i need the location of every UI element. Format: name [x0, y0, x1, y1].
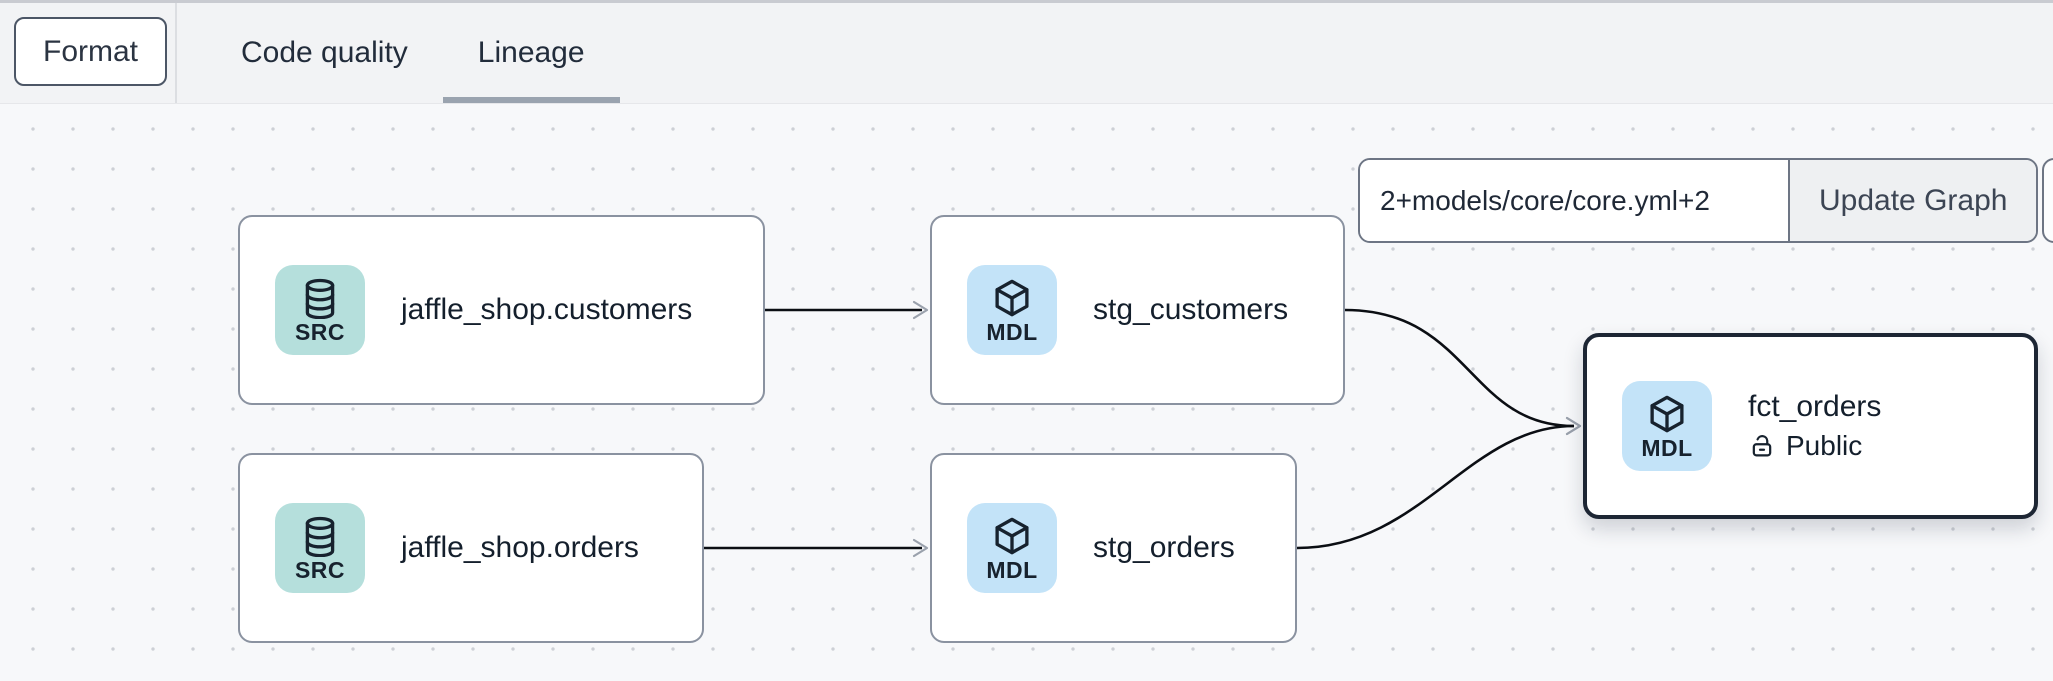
- cube-icon: [1650, 395, 1684, 432]
- model-selector-input[interactable]: [1360, 160, 1788, 241]
- tab-label: Code quality: [241, 36, 408, 69]
- node-title: fct_orders: [1748, 390, 1882, 423]
- database-icon: [305, 516, 335, 557]
- model-selector-group: Update Graph: [1358, 158, 2039, 243]
- arrowhead-icon: [1565, 416, 1582, 436]
- active-tab-indicator: [442, 97, 620, 103]
- lineage-node-stg_orders[interactable]: MDL stg_orders: [930, 453, 1297, 643]
- node-type-label: MDL: [1641, 434, 1693, 461]
- node-type-label: SRC: [294, 556, 346, 583]
- arrowhead-icon: [912, 538, 929, 558]
- tab-bar: Code quality Lineage: [206, 3, 620, 103]
- node-text-block: stg_orders: [1093, 531, 1235, 565]
- node-text-block: stg_customers: [1093, 293, 1288, 327]
- lineage-node-src_orders[interactable]: SRC jaffle_shop.orders: [238, 453, 704, 643]
- database-icon: [305, 278, 335, 319]
- node-type-badge: SRC: [275, 265, 365, 355]
- format-button[interactable]: Format: [14, 17, 168, 86]
- arrowhead-icon: [1565, 416, 1582, 436]
- node-type-badge: MDL: [967, 503, 1057, 593]
- node-text-block: jaffle_shop.customers: [401, 293, 692, 327]
- tab-label: Lineage: [477, 36, 585, 69]
- tab-lineage[interactable]: Lineage: [442, 3, 620, 103]
- partial-button-right-edge[interactable]: [2042, 158, 2053, 243]
- node-type-badge: MDL: [967, 265, 1057, 355]
- node-type-label: SRC: [294, 318, 346, 345]
- cube-icon: [995, 517, 1029, 554]
- node-title: jaffle_shop.customers: [401, 293, 693, 326]
- window-top-border: [0, 0, 2053, 3]
- node-title: stg_orders: [1093, 531, 1235, 564]
- node-access-label: Public: [1786, 430, 1863, 461]
- node-title: stg_customers: [1093, 293, 1289, 326]
- editor-toolbar: Format Code quality Lineage: [0, 3, 2053, 104]
- edge-stg_customers-to-fct_orders: [1344, 308, 1575, 428]
- toolbar-divider: [175, 3, 177, 103]
- node-text-block: jaffle_shop.orders: [401, 531, 639, 565]
- arrowhead-icon: [912, 300, 929, 320]
- node-type-badge: SRC: [275, 503, 365, 593]
- lineage-node-src_customers[interactable]: SRC jaffle_shop.customers: [238, 215, 765, 405]
- node-type-badge: MDL: [1622, 381, 1712, 471]
- edge-stg_orders-to-fct_orders: [1296, 424, 1575, 550]
- lineage-node-stg_customers[interactable]: MDL stg_customers: [930, 215, 1345, 405]
- tab-code-quality[interactable]: Code quality: [206, 3, 443, 103]
- node-title: jaffle_shop.orders: [401, 531, 639, 564]
- update-graph-button[interactable]: Update Graph: [1788, 160, 2037, 241]
- node-access-row: Public: [1748, 430, 1881, 462]
- unlock-icon: [1752, 435, 1772, 457]
- node-type-label: MDL: [986, 318, 1038, 345]
- cube-icon: [995, 279, 1029, 316]
- node-type-label: MDL: [986, 556, 1038, 583]
